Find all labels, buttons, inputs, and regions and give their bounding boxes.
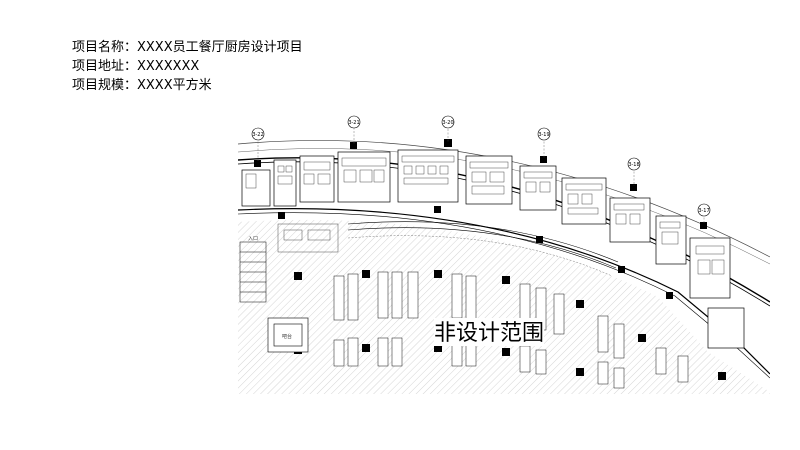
axis-label-2: 3-21 — [348, 120, 359, 126]
project-address-line: 项目地址：XXXXXXX — [72, 59, 200, 74]
kitchen-equipment — [245, 155, 725, 275]
axis-label-3: 3-20 — [442, 120, 453, 126]
dining-tables — [333, 271, 689, 389]
structural-columns — [254, 139, 726, 380]
kitchen-rooms — [241, 149, 745, 349]
axis-bubbles — [251, 115, 711, 217]
serving-counter-line-2 — [347, 227, 617, 269]
project-name-line: 项目名称：XXXX员工餐厅厨房设计项目 — [72, 40, 303, 55]
non-design-area-label: 非设计范围 — [434, 321, 544, 346]
axis-label-6: 3-17 — [698, 208, 709, 214]
bar-label: 吧台 — [282, 333, 292, 340]
axis-label-4: 3-19 — [538, 132, 549, 138]
serving-counter-line-1 — [347, 221, 619, 263]
kitchen-floor-plan: 3-22 3-21 3-20 3-19 3-18 3-17 入口 吧台 非设计范… — [238, 112, 770, 394]
non-design-label-bg — [434, 318, 544, 346]
corridor-inner-wall-2 — [238, 212, 770, 379]
corridor-inner-wall — [238, 208, 770, 375]
dining-hall-hatch — [238, 219, 770, 394]
axis-label-1: 3-22 — [252, 132, 263, 138]
axis-label-5: 3-18 — [628, 162, 639, 168]
floor-plan-svg: 3-22 3-21 3-20 3-19 3-18 3-17 入口 吧台 非设计范… — [238, 115, 770, 394]
serving-counter-line-3 — [347, 235, 613, 277]
project-scale-line: 项目规模：XXXX平方米 — [72, 78, 212, 93]
bar-counter — [267, 317, 309, 353]
entrance-label: 入口 — [248, 236, 258, 242]
project-info-block: 项目名称：XXXX员工餐厅厨房设计项目 项目地址：XXXXXXX 项目规模：XX… — [72, 38, 303, 95]
left-stair — [239, 241, 267, 303]
